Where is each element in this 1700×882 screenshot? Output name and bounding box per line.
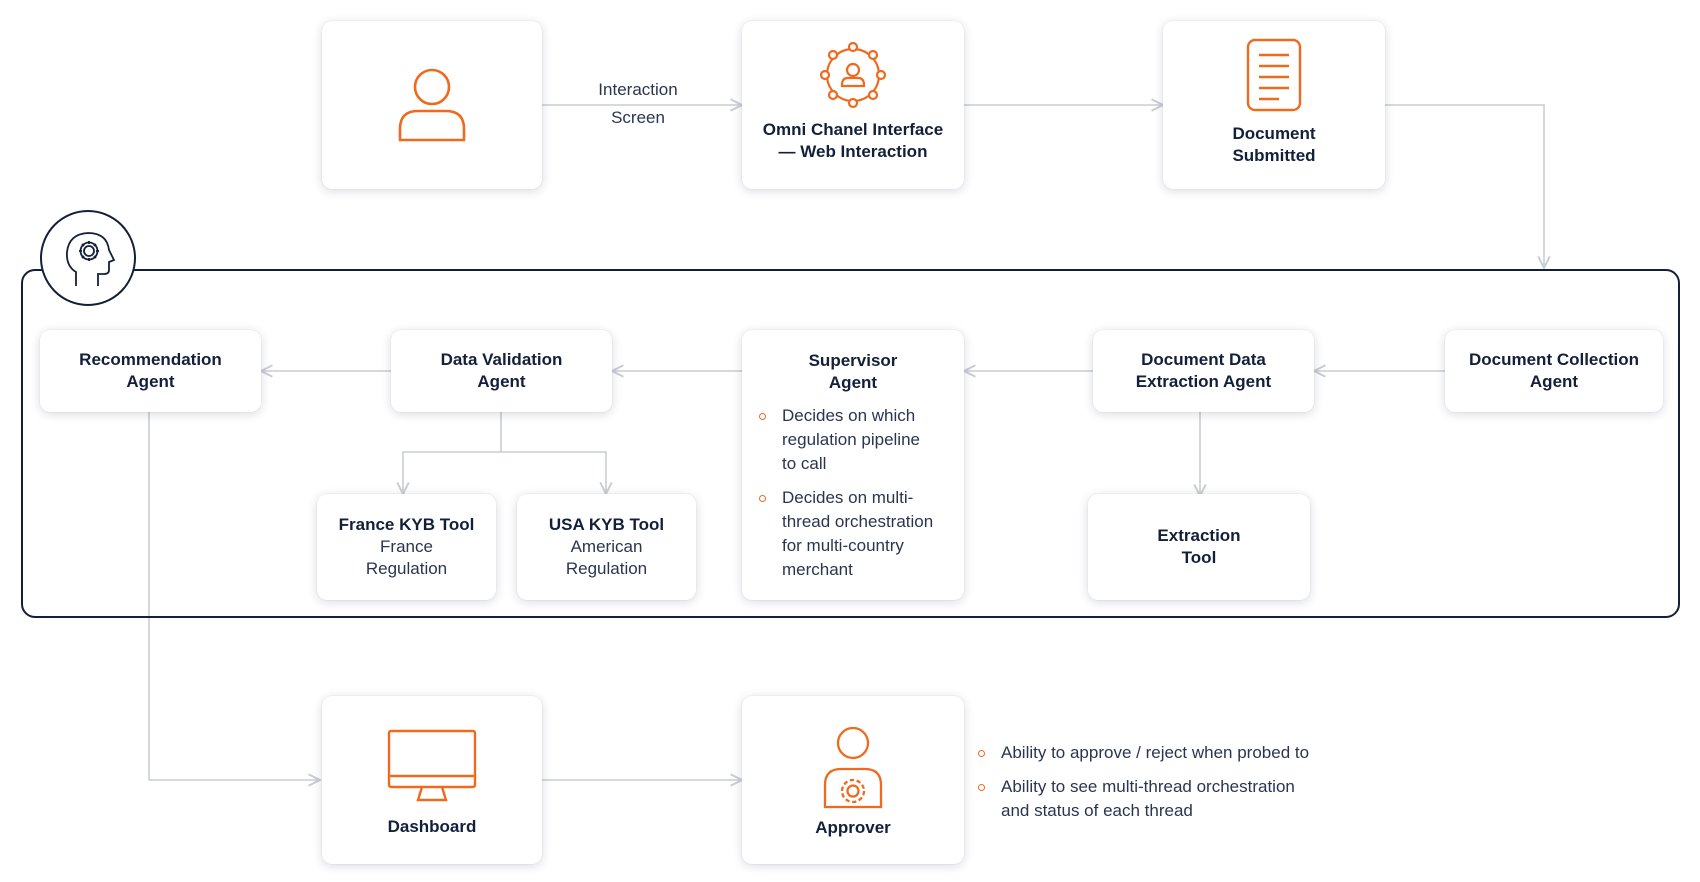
approver-node[interactable]: Approver bbox=[742, 696, 964, 864]
recommendation-agent-title: Recommendation Agent bbox=[79, 350, 222, 391]
edge-validation-to-france bbox=[403, 412, 502, 494]
approver-title: Approver bbox=[815, 818, 891, 837]
document-collection-agent-node[interactable]: Document Collection Agent bbox=[1445, 330, 1663, 412]
document-icon bbox=[1246, 38, 1302, 112]
edge-label-interaction: Interaction Screen bbox=[578, 80, 698, 128]
document-extraction-agent-title: Document Data Extraction Agent bbox=[1135, 350, 1272, 391]
data-validation-agent-title: Data Validation Agent bbox=[440, 350, 563, 391]
document-submitted-title: Document Submitted bbox=[1232, 124, 1316, 165]
ai-head-gear-icon bbox=[66, 232, 116, 286]
france-kyb-tool-title: France KYB Tool bbox=[338, 515, 475, 534]
ai-brain-badge bbox=[40, 210, 136, 306]
omni-channel-title: Omni Chanel Interface — Web Interaction bbox=[762, 120, 944, 161]
dashboard-node[interactable]: Dashboard bbox=[322, 696, 542, 864]
usa-kyb-tool-subtitle: American Regulation bbox=[565, 537, 648, 578]
usa-kyb-tool-node[interactable]: USA KYB Tool American Regulation bbox=[517, 494, 696, 600]
document-extraction-agent-node[interactable]: Document Data Extraction Agent bbox=[1093, 330, 1314, 412]
network-user-icon bbox=[819, 41, 887, 109]
supervisor-bullet: Decides on which regulation pipeline to … bbox=[756, 404, 950, 476]
approver-note: Ability to approve / reject when probed … bbox=[975, 741, 1375, 765]
usa-kyb-tool-title: USA KYB Tool bbox=[548, 515, 665, 534]
supervisor-agent-node[interactable]: Supervisor Agent Decides on which regula… bbox=[742, 330, 964, 600]
extraction-tool-title: Extraction Tool bbox=[1157, 526, 1241, 567]
user-icon bbox=[398, 68, 466, 142]
edge-document-to-frame bbox=[1385, 104, 1544, 268]
recommendation-agent-node[interactable]: Recommendation Agent bbox=[40, 330, 261, 412]
supervisor-bullet: Decides on multi- thread orchestration f… bbox=[756, 486, 950, 582]
document-submitted-node[interactable]: Document Submitted bbox=[1163, 21, 1385, 189]
approver-notes-list: Ability to approve / reject when probed … bbox=[975, 741, 1375, 833]
data-validation-agent-node[interactable]: Data Validation Agent bbox=[391, 330, 612, 412]
france-kyb-tool-subtitle: France Regulation bbox=[365, 537, 448, 578]
omni-channel-node[interactable]: Omni Chanel Interface — Web Interaction bbox=[742, 21, 964, 189]
approver-note: Ability to see multi-thread orchestratio… bbox=[975, 775, 1375, 823]
france-kyb-tool-node[interactable]: France KYB Tool France Regulation bbox=[317, 494, 496, 600]
edge-label-line2: Screen bbox=[611, 108, 665, 127]
edge-validation-to-usa bbox=[501, 451, 606, 494]
approver-gear-icon bbox=[823, 726, 883, 809]
edge-recommendation-to-dashboard bbox=[148, 412, 320, 780]
edge-label-line1: Interaction bbox=[598, 80, 678, 99]
supervisor-agent-title: Supervisor Agent bbox=[808, 351, 898, 392]
extraction-tool-node[interactable]: Extraction Tool bbox=[1088, 494, 1310, 600]
agent-orchestration-frame bbox=[21, 269, 1680, 618]
dashboard-title: Dashboard bbox=[387, 817, 477, 836]
monitor-icon bbox=[387, 729, 477, 802]
supervisor-bullet-list: Decides on which regulation pipeline to … bbox=[756, 404, 950, 582]
user-node[interactable] bbox=[322, 21, 542, 189]
document-collection-agent-title: Document Collection Agent bbox=[1468, 350, 1639, 391]
